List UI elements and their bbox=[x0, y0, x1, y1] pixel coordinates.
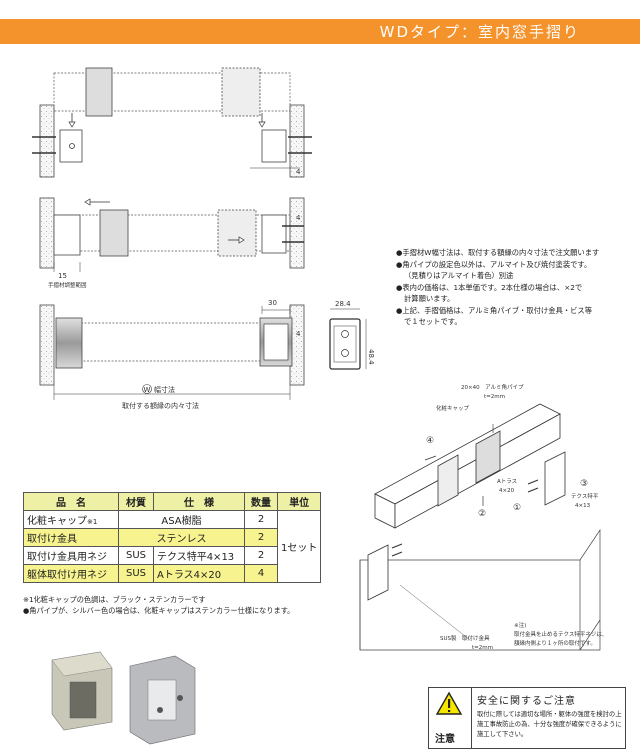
warning-icon-area: 注意 bbox=[429, 688, 472, 748]
row-name: 化粧キャップ※1 bbox=[23, 510, 119, 529]
tex-size: 4×13 bbox=[575, 503, 591, 509]
dim-15: 15 bbox=[58, 272, 67, 280]
notes: ●手摺材W幅寸法は、取付する額縁の内々寸法で注文願います ●角パイプの設定色以外… bbox=[396, 247, 636, 328]
row-spec: ASA樹脂 bbox=[118, 510, 245, 529]
header-banner: WDタイプ：室内窓手摺り bbox=[0, 19, 640, 44]
note-line: ●角パイプの設定色以外は、アルマイト及び焼付塗装です。 bbox=[396, 259, 592, 269]
safety-warning-box: 注意 安全に関するご注意 取付に際しては適切な場所・躯体の強度を検討の上 施工事… bbox=[428, 687, 626, 749]
step-3: ③ bbox=[580, 479, 588, 489]
warning-line: 施工事故防止の為、十分な強度が確保できるように bbox=[477, 721, 622, 728]
width-caption: 取付する額縁の内々寸法 bbox=[122, 401, 199, 410]
note-line: ●表内の価格は、1本単価です。2本仕様の場合は、×2で bbox=[396, 282, 583, 292]
dim-48: 48.4 bbox=[367, 349, 375, 365]
col-material: 材質 bbox=[118, 492, 154, 511]
table-row: 取付け金具用ネジ SUS テクス特平4×13 2 bbox=[23, 546, 321, 565]
row-spec: ステンレス bbox=[118, 528, 245, 547]
warning-title: 安全に関するご注意 bbox=[477, 696, 576, 707]
iso-note-line1: 取付金具を止めるテクス特平ネジは、 bbox=[514, 630, 607, 638]
warning-label: 注意 bbox=[435, 734, 455, 745]
table-row: 化粧キャップ※1 ASA樹脂 2 1セット bbox=[23, 510, 322, 583]
row-name: 躯体取付け用ネジ bbox=[23, 564, 119, 583]
warning-line: 取付に際しては適切な場所・躯体の強度を検討の上 bbox=[477, 711, 622, 718]
col-qty: 数量 bbox=[244, 492, 278, 511]
dim-28: 28.4 bbox=[335, 300, 351, 308]
table-header: 品 名 材質 仕 様 数量 単位 bbox=[23, 492, 322, 511]
col-unit: 単位 bbox=[276, 492, 322, 511]
dim-4b: 4 bbox=[296, 214, 301, 222]
footnote-line: ●角パイプが、シルバー色の場合は、化粧キャップはステンカラー仕様になります。 bbox=[23, 606, 295, 615]
table-row: 取付け金具 ステンレス 2 bbox=[23, 528, 321, 547]
dim-4a: 4 bbox=[296, 168, 301, 176]
warning-icon bbox=[435, 691, 463, 715]
iso-note-head: ※注) bbox=[514, 621, 526, 629]
drawing-step-3: 30 4 W 幅寸法 取付する額縁の内々寸法 bbox=[39, 299, 305, 410]
table-row: 躯体取付け用ネジ SUS Aトラス4×20 4 bbox=[23, 564, 321, 583]
step-1: ① bbox=[513, 503, 521, 513]
tex-label: テクス特平 bbox=[571, 492, 599, 500]
row-material: SUS bbox=[118, 546, 154, 565]
note-line: 計算願います。 bbox=[404, 294, 455, 303]
width-symbol: W bbox=[144, 386, 151, 394]
a-truss-size: 4×20 bbox=[499, 488, 515, 494]
label-adjust-range: 手摺材調整範囲 bbox=[48, 281, 87, 289]
step-4: ④ bbox=[426, 436, 434, 446]
drawing-step-1: 4 bbox=[32, 67, 312, 178]
note-line: （見積りはアルマイト着色）別途 bbox=[404, 271, 514, 280]
dim-4c: 4 bbox=[296, 330, 301, 338]
drawing-step-2: 15 手摺材調整範囲 4 bbox=[39, 197, 305, 289]
footnotes: ※1化粧キャップの色調は、ブラック・ステンカラーです ●角パイプが、シルバー色の… bbox=[23, 594, 294, 616]
sus-thickness: t=2mm bbox=[472, 645, 493, 651]
row-qty: 4 bbox=[244, 564, 278, 583]
unit-cell: 1セット bbox=[276, 510, 322, 583]
pipe-thickness: t=2mm bbox=[484, 394, 505, 400]
width-label: 幅寸法 bbox=[154, 385, 175, 394]
note-line: で１セットです。 bbox=[404, 317, 462, 326]
row-qty: 2 bbox=[244, 528, 278, 547]
row-name: 取付け金具用ネジ bbox=[23, 546, 119, 565]
row-qty: 2 bbox=[244, 546, 278, 565]
col-name: 品 名 bbox=[23, 492, 119, 511]
a-truss-label: Aトラス bbox=[497, 478, 517, 485]
iso-note-line2: 額縁内側より１ヶ所の取付です。 bbox=[514, 639, 596, 647]
note-line: ●上記、手摺価格は、アルミ角パイブ・取付け金具・ビス等 bbox=[396, 305, 593, 315]
footnote-line: ※1化粧キャップの色調は、ブラック・ステンカラーです bbox=[23, 595, 206, 604]
page-title: WDタイプ：室内窓手摺り bbox=[379, 23, 580, 41]
row-material: SUS bbox=[118, 564, 154, 583]
pipe-label: 20×40 アルミ角パイプ bbox=[461, 383, 524, 391]
cap-label: 化粧キャップ bbox=[436, 404, 470, 412]
cross-section: 28.4 48.4 bbox=[329, 300, 375, 370]
row-name: 取付け金具 bbox=[23, 528, 119, 547]
isometric-diagram: ④ ② ① ③ 20×40 アルミ角パイプ t=2mm 化粧キャップ Aトラス … bbox=[359, 383, 607, 651]
row-spec: Aトラス4×20 bbox=[153, 564, 245, 583]
note-line: ●手摺材W幅寸法は、取付する額縁の内々寸法で注文願います bbox=[396, 248, 600, 257]
photo-cap bbox=[51, 651, 113, 731]
dim-30: 30 bbox=[268, 299, 277, 307]
sus-label: SUS製 取付け金具 bbox=[440, 634, 490, 642]
warning-body: 取付に際しては適切な場所・躯体の強度を検討の上 施工事故防止の為、十分な強度が確… bbox=[477, 710, 623, 740]
row-spec: テクス特平4×13 bbox=[153, 546, 245, 565]
row-qty: 2 bbox=[244, 510, 278, 529]
photo-bracket bbox=[129, 655, 196, 745]
step-2: ② bbox=[478, 509, 486, 519]
warning-line: 施工して下さい。 bbox=[477, 731, 528, 738]
col-spec: 仕 様 bbox=[153, 492, 245, 511]
parts-table: 品 名 材質 仕 様 数量 単位 化粧キャップ※1 ASA樹脂 2 1セット 取… bbox=[23, 492, 322, 583]
